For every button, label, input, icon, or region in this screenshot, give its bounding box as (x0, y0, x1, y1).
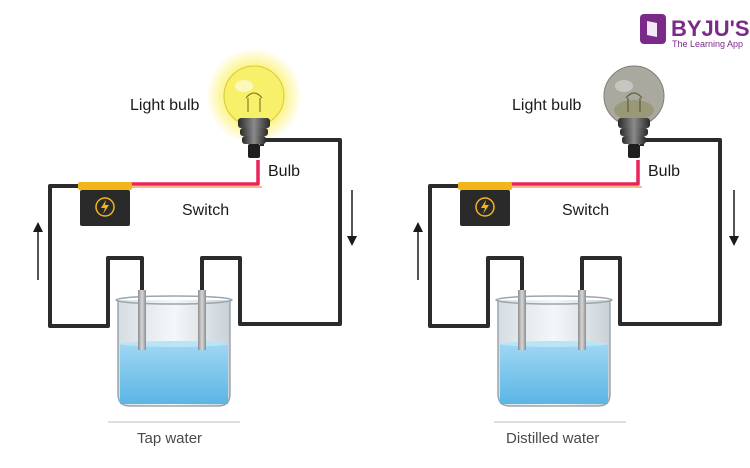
current-arrow-up (33, 222, 43, 280)
electrode (578, 290, 586, 350)
electrode (518, 290, 526, 350)
electrode (198, 290, 206, 350)
caption-tap-water: Tap water (137, 430, 202, 447)
live-wire (130, 160, 260, 186)
circuit-wire (580, 138, 722, 348)
current-arrow-down (347, 190, 357, 246)
light-bulb (223, 65, 285, 158)
bulb-label: Light bulb (130, 97, 199, 114)
circuit-wire (428, 184, 524, 348)
battery (458, 182, 512, 226)
bulb-tag: Bulb (648, 163, 680, 180)
lightning-icon (475, 197, 495, 217)
switch-label: Switch (562, 202, 609, 219)
brand-tagline: The Learning App (672, 39, 743, 49)
water (500, 344, 608, 404)
current-arrow-down (729, 190, 739, 246)
live-wire (510, 160, 640, 186)
switch-label: Switch (182, 202, 229, 219)
circuit-wire (200, 138, 342, 348)
battery (78, 182, 132, 226)
circuit-wire (48, 184, 144, 348)
brand-logo: BYJU'S The Learning App (640, 14, 750, 49)
lightning-icon (95, 197, 115, 217)
bulb-tag: Bulb (268, 163, 300, 180)
right-circuit: Light bulb Bulb Switch Distilled water (413, 65, 739, 447)
left-circuit: Light bulb Bulb Switch Tap water (33, 48, 357, 447)
caption-distilled-water: Distilled water (506, 430, 599, 447)
brand-name: BYJU'S (671, 16, 750, 41)
electrode (138, 290, 146, 350)
water (120, 344, 228, 404)
light-bulb-off (603, 65, 665, 158)
beaker (115, 290, 233, 407)
beaker (495, 290, 613, 407)
current-arrow-up (413, 222, 423, 280)
bulb-label: Light bulb (512, 97, 581, 114)
